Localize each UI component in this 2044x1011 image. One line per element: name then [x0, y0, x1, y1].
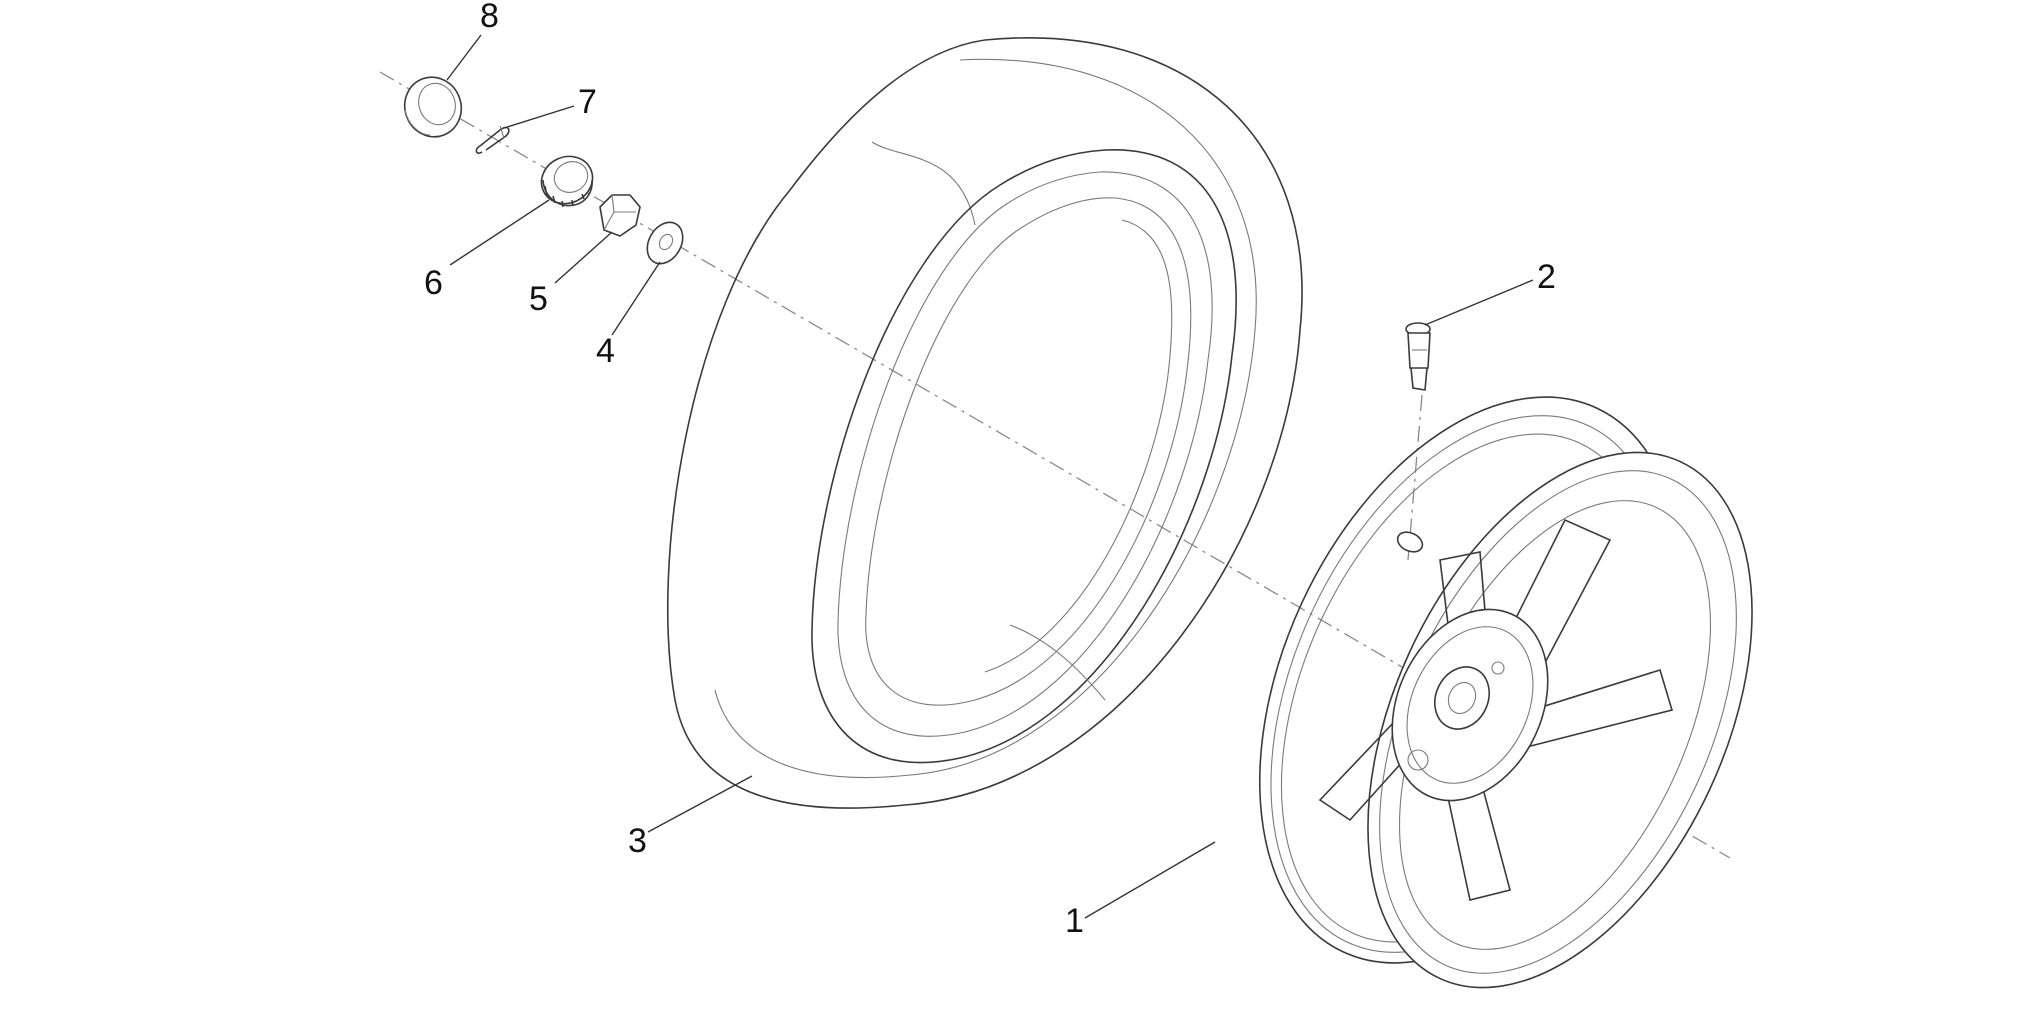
- leader-line-8: [446, 34, 482, 81]
- tire-valve[interactable]: [1405, 322, 1431, 391]
- leader-line-4: [611, 261, 661, 336]
- wheel-rim[interactable]: [1176, 330, 1830, 1011]
- lock-ring[interactable]: [534, 148, 601, 212]
- tire[interactable]: [666, 37, 1303, 809]
- nut[interactable]: [599, 194, 641, 237]
- callout-6: 6: [424, 264, 443, 302]
- callout-3: 3: [628, 822, 647, 860]
- callout-1: 1: [1065, 902, 1084, 940]
- leader-line-7: [503, 105, 575, 129]
- leader-line-2: [1424, 279, 1534, 326]
- leader-line-3: [647, 775, 753, 833]
- leader-line-1: [1084, 841, 1216, 919]
- washer[interactable]: [640, 216, 690, 270]
- hub-cap[interactable]: [396, 69, 469, 145]
- leader-line-5: [554, 231, 613, 284]
- leader-line-6: [449, 199, 550, 266]
- callout-2: 2: [1537, 258, 1556, 296]
- callout-4: 4: [596, 332, 615, 370]
- callout-8: 8: [480, 0, 499, 35]
- split-pin[interactable]: [475, 125, 510, 154]
- callout-5: 5: [529, 280, 548, 318]
- callout-7: 7: [578, 83, 597, 121]
